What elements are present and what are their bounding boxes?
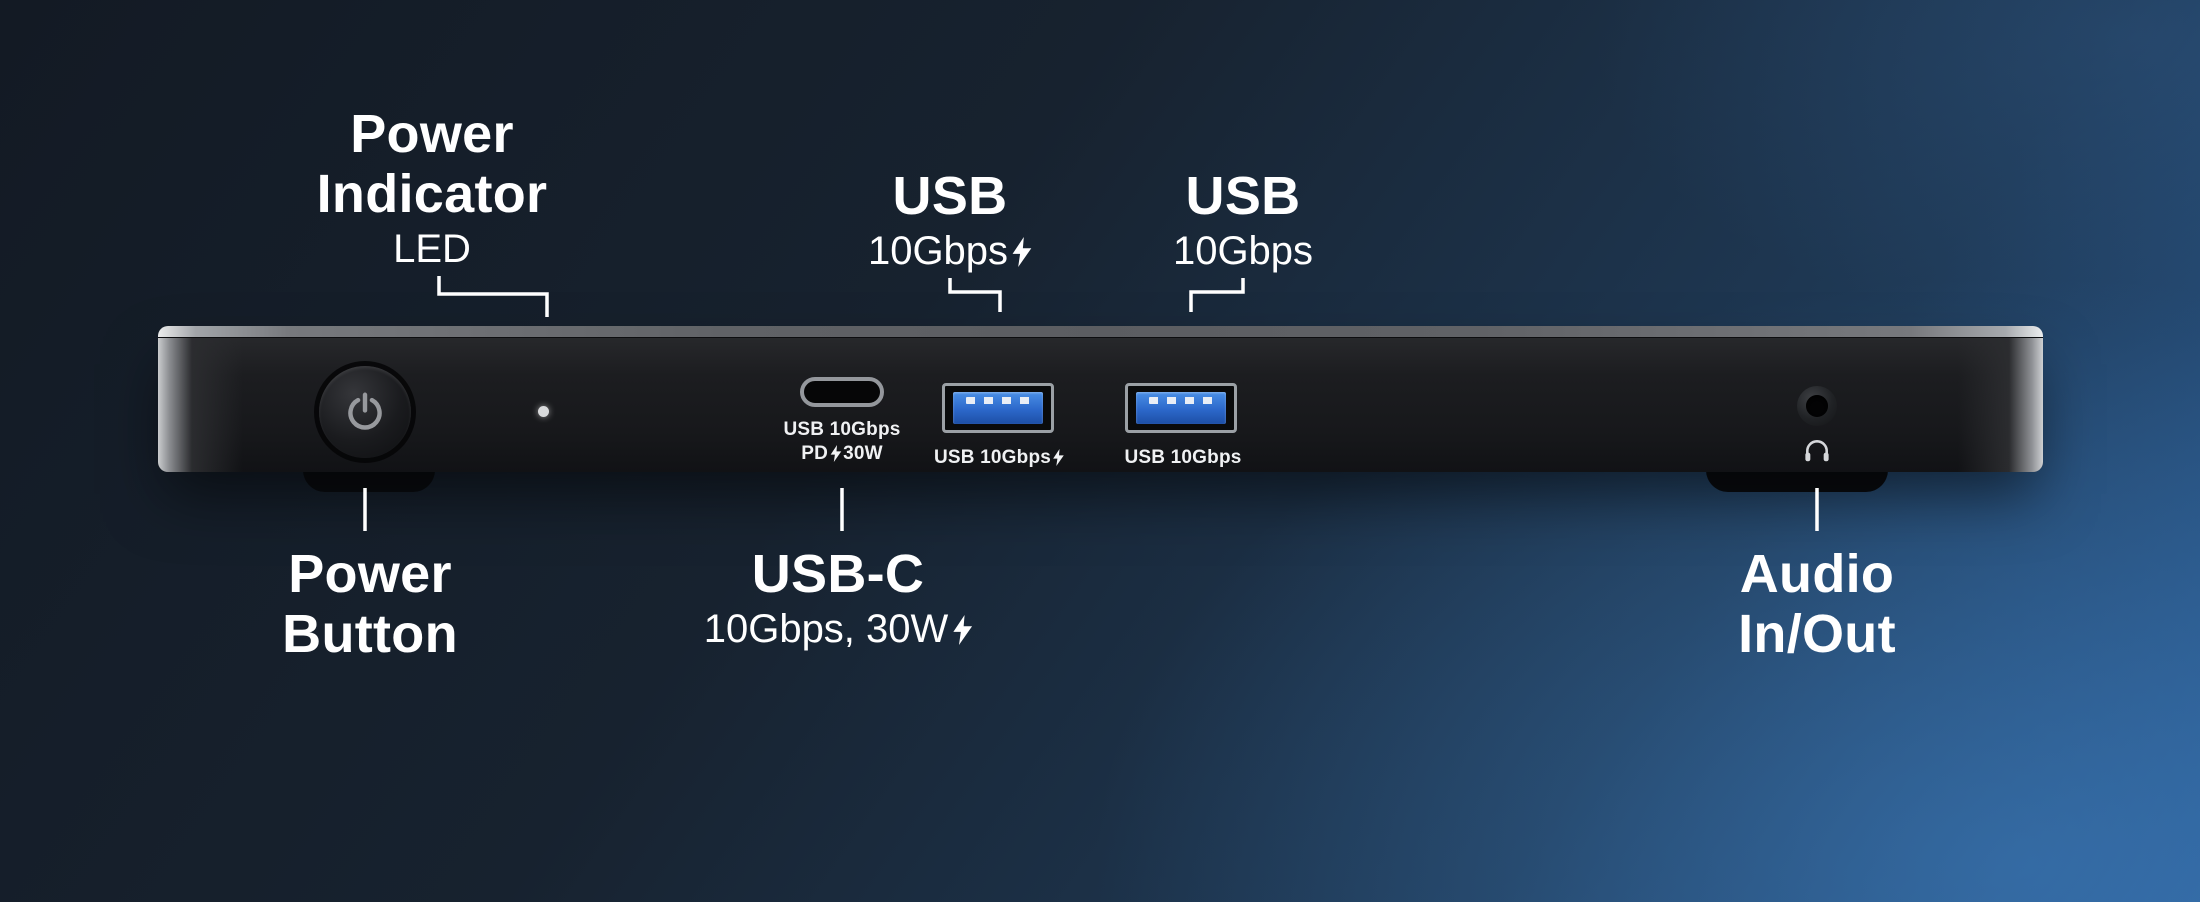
callout-usb-c-sub-text: 10Gbps, 30W xyxy=(703,607,949,651)
callout-power-button: Power Button xyxy=(282,544,458,664)
callout-line-led xyxy=(437,276,549,317)
callout-usb-fast-sub-text: 10Gbps xyxy=(867,229,1009,273)
callout-power-button-line2: Button xyxy=(282,604,458,664)
callout-audio-line2: In/Out xyxy=(1738,604,1896,664)
callout-usb-plain: USB 10Gbps xyxy=(1173,166,1313,274)
callout-usb-fast-sub: 10Gbps xyxy=(868,228,1032,274)
lightning-bolt-icon xyxy=(1053,449,1064,466)
callout-usb-plain-sub: 10Gbps xyxy=(1172,229,1314,273)
usb-a-port-2-contacts xyxy=(1149,397,1213,404)
headset-icon xyxy=(1805,440,1829,462)
power-icon xyxy=(348,392,382,430)
callout-power-indicator-line2: Indicator xyxy=(316,164,548,224)
usb-a-port-2[interactable] xyxy=(1125,383,1237,433)
lightning-bolt-icon xyxy=(830,445,841,462)
callout-audio-line1: Audio xyxy=(1739,544,1895,604)
callout-usb-fast-title: USB xyxy=(892,166,1008,226)
device-top-edge xyxy=(158,326,2043,338)
audio-jack-hole xyxy=(1806,395,1828,417)
power-indicator-led xyxy=(538,406,549,417)
callout-usb-plain-title: USB xyxy=(1185,166,1301,226)
usb-a-port-1-contacts xyxy=(966,397,1030,404)
callout-line-usb-plain xyxy=(1189,278,1245,312)
callout-usb-fast: USB 10Gbps xyxy=(868,166,1032,274)
audio-jack-port[interactable] xyxy=(1797,386,1837,426)
callout-usb-c-sub: 10Gbps, 30W xyxy=(704,606,973,652)
callout-usb-c-title: USB-C xyxy=(751,544,925,604)
usb-c-port-label-pd: PD xyxy=(801,443,829,464)
usb-c-port[interactable] xyxy=(800,377,884,407)
usb-c-port-label-line1: USB 10Gbps xyxy=(783,419,901,440)
usb-a-port-2-label: USB 10Gbps xyxy=(1124,446,1241,470)
lightning-bolt-icon xyxy=(952,615,972,645)
usb-c-port-label-watt: 30W xyxy=(843,443,883,464)
callout-power-indicator-sub: LED xyxy=(393,227,471,271)
usb-a-port-1-label-text: USB 10Gbps xyxy=(933,447,1052,468)
usb-a-port-1-label: USB 10Gbps xyxy=(934,446,1066,470)
callout-usb-c: USB-C 10Gbps, 30W xyxy=(704,544,973,652)
power-button[interactable] xyxy=(319,366,411,458)
usb-a-port-2-label-text: USB 10Gbps xyxy=(1124,447,1242,468)
callout-power-indicator-line1: Power xyxy=(350,104,514,164)
usb-a-port-1-tongue xyxy=(953,392,1043,424)
usb-a-port-2-tongue xyxy=(1136,392,1226,424)
callout-power-button-line1: Power xyxy=(288,544,452,604)
usb-c-port-label: USB 10Gbps PD 30W xyxy=(783,418,900,466)
callout-audio: Audio In/Out xyxy=(1738,544,1896,664)
lightning-bolt-icon xyxy=(1012,237,1032,267)
callout-power-indicator: Power Indicator LED xyxy=(317,104,548,272)
usb-a-port-1[interactable] xyxy=(942,383,1054,433)
callout-line-usb-fast xyxy=(948,278,1002,312)
